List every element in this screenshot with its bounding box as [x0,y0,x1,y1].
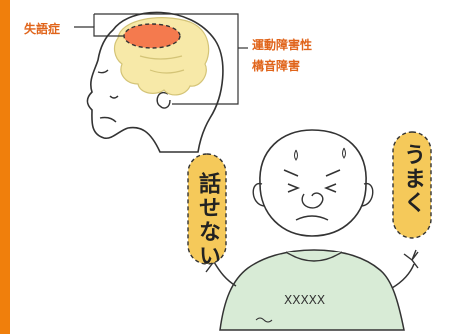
elderly-man-icon: XXXXX [206,130,418,330]
svg-text:XXXXX: XXXXX [284,293,325,307]
aphasia-label: 失語症 [24,23,60,35]
speech-bubble-left-text: 話せない [196,172,218,268]
speech-bubble-right-text: うまく [401,143,423,215]
motor-disorder-label-line1: 運動障害性 [252,39,312,51]
brain-area-highlight [124,24,180,48]
motor-disorder-label-line2: 構音障害 [252,60,300,72]
